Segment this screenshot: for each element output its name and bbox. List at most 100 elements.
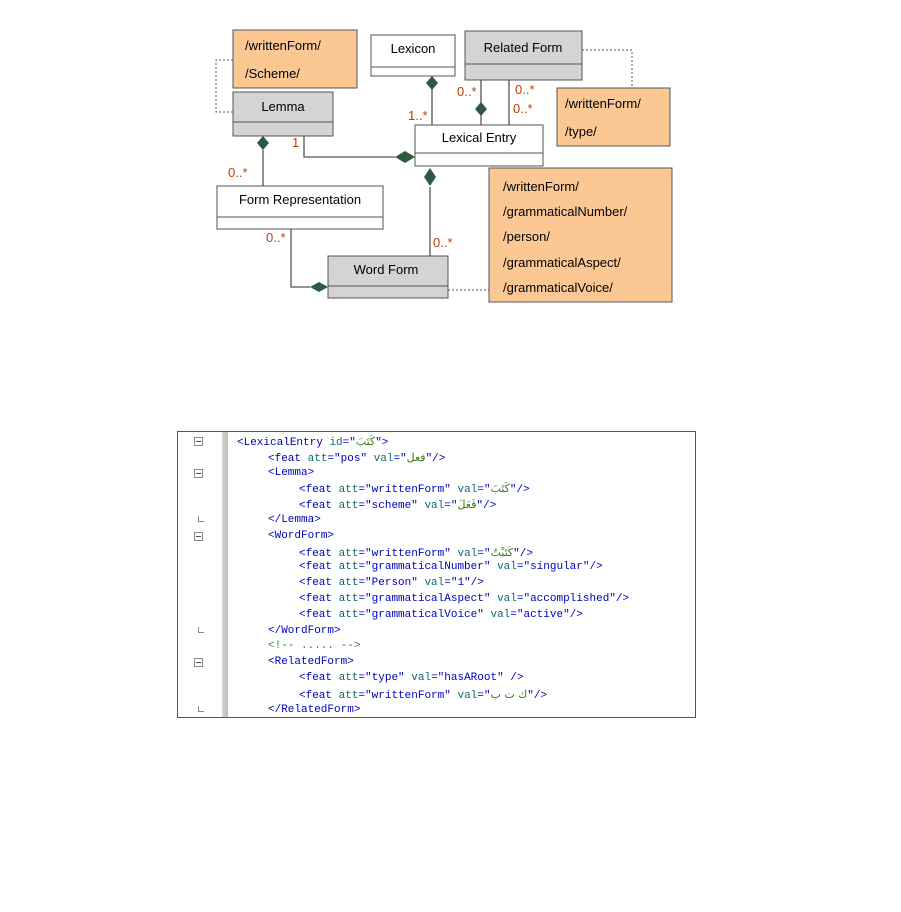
code-token: </	[268, 514, 282, 526]
fold-collapse-icon[interactable]	[194, 531, 203, 541]
code-line: <feat att="Person" val="1"/>	[178, 576, 695, 591]
fold-end-icon	[198, 516, 204, 522]
multiplicity-lemma-formrep: 0..*	[228, 165, 248, 180]
code-token: <	[268, 529, 275, 542]
code-token: ="	[358, 608, 372, 621]
code-text: <feat att="writtenForm" val="ك ت ب"/>	[299, 687, 547, 704]
code-token: "/>	[509, 484, 530, 497]
code-text: <Lemma>	[268, 466, 314, 481]
multiplicity-lexicon-entry: 1..*	[408, 108, 428, 123]
code-token: "/>	[609, 593, 630, 605]
code-token: att	[338, 577, 359, 590]
code-token: <	[299, 608, 306, 621]
class-lemma: Lemma	[232, 91, 334, 137]
code-token: ="	[477, 484, 491, 497]
code-token: ="	[358, 500, 372, 513]
code-token: val	[497, 561, 517, 574]
class-lexicon-name: Lexicon	[391, 41, 436, 56]
code-token: <	[268, 656, 275, 669]
code-token: ك ت ب	[490, 687, 528, 701]
code-token: <	[299, 561, 306, 574]
fold-collapse-icon[interactable]	[194, 468, 203, 478]
code-text: <feat att="type" val="hasARoot" />	[299, 671, 523, 686]
code-token: "	[483, 593, 498, 605]
code-token: val	[457, 547, 478, 560]
code-token: <	[299, 484, 306, 497]
code-token: " />	[497, 672, 524, 684]
code-token: "/>	[476, 500, 497, 513]
code-token: writtenForm	[371, 689, 445, 702]
code-token: "	[398, 672, 412, 684]
code-token: feat	[305, 672, 339, 684]
class-lemma-name: Lemma	[261, 99, 305, 114]
code-token: "/>	[464, 577, 484, 590]
code-token: كَتَبْتُ	[490, 545, 514, 559]
code-token: فعل	[406, 450, 426, 464]
code-token: ="	[516, 561, 531, 574]
wordform-note: /writtenForm/ /grammaticalNumber/ /perso…	[488, 167, 673, 303]
lemma-note: /writtenForm/ /Scheme/	[232, 29, 358, 89]
code-text: <feat att="writtenForm" val="كَتَبَ"/>	[299, 481, 530, 498]
code-token: ="	[358, 672, 372, 684]
code-line: <!-- ..... -->	[178, 639, 695, 654]
code-token: <!-- ..... -->	[268, 640, 361, 653]
fold-collapse-icon[interactable]	[194, 437, 203, 446]
code-token: Person	[371, 577, 412, 590]
code-token: كَتَبَ	[355, 435, 376, 448]
class-word-form-name: Word Form	[354, 262, 419, 277]
lemma-note-connector	[215, 59, 233, 113]
class-word-form: Word Form	[327, 255, 449, 299]
multiplicity-related-right-top: 0..*	[515, 82, 535, 97]
code-token: feat	[305, 593, 339, 605]
code-line: </Lemma>	[178, 513, 695, 528]
code-token: feat	[305, 561, 339, 574]
code-token: ="	[327, 452, 341, 465]
code-token: feat	[305, 500, 339, 513]
code-text: </WordForm>	[268, 624, 341, 639]
code-token: ="	[358, 561, 372, 574]
code-token: ="	[510, 608, 524, 621]
class-lexical-entry: Lexical Entry	[414, 124, 544, 167]
code-line: <RelatedForm>	[178, 655, 695, 670]
code-token: "/>	[425, 452, 446, 465]
code-gutter	[178, 432, 220, 717]
diamond-lemma	[257, 136, 269, 150]
code-token: "/>	[513, 547, 533, 560]
class-related-form: Related Form	[464, 30, 583, 81]
code-text: <feat att="grammaticalNumber" val="singu…	[299, 560, 603, 575]
code-token: ">	[375, 437, 389, 449]
wordform-note-line: /grammaticalAspect/	[503, 255, 621, 270]
code-token: "	[444, 689, 458, 702]
code-token: ="	[516, 593, 531, 605]
code-token: "	[444, 484, 458, 497]
code-token: val	[490, 608, 511, 621]
code-token: att	[338, 561, 359, 574]
code-token: </	[268, 624, 282, 637]
code-text: <WordForm>	[268, 529, 334, 544]
diamond-entry-lemma	[395, 151, 415, 163]
diamond-entry-wordform	[424, 168, 436, 186]
code-token: </	[268, 703, 282, 716]
code-line: <feat att="writtenForm" val="كَتَبَ"/>	[178, 481, 695, 496]
multiplicity-related-left: 0..*	[457, 84, 477, 99]
code-line: <feat att="grammaticalVoice" val="active…	[178, 608, 695, 623]
code-line: <feat att="pos" val="فعل"/>	[178, 450, 695, 465]
code-token: <	[268, 452, 275, 465]
code-token: att	[338, 500, 359, 513]
code-token: ="	[444, 500, 458, 513]
code-token: ="	[358, 547, 372, 560]
code-line: <feat att="type" val="hasARoot" />	[178, 671, 695, 686]
code-token: ="	[358, 577, 372, 590]
code-token: ="	[477, 689, 491, 702]
code-token: hasARoot	[444, 672, 498, 684]
multiplicity-formrep-wordform: 0..*	[266, 230, 286, 245]
code-token: ="	[393, 452, 407, 465]
code-text: <feat att="writtenForm" val="كَتَبْتُ"/>	[299, 545, 533, 562]
class-related-form-name: Related Form	[484, 40, 563, 55]
code-token: "	[411, 500, 425, 513]
code-token: att	[338, 608, 359, 621]
code-token: feat	[305, 689, 339, 702]
multiplicity-related-right-bottom: 0..*	[513, 101, 533, 116]
fold-collapse-icon[interactable]	[194, 658, 203, 668]
code-line: <LexicalEntry id="كَتَبَ">	[178, 434, 695, 449]
